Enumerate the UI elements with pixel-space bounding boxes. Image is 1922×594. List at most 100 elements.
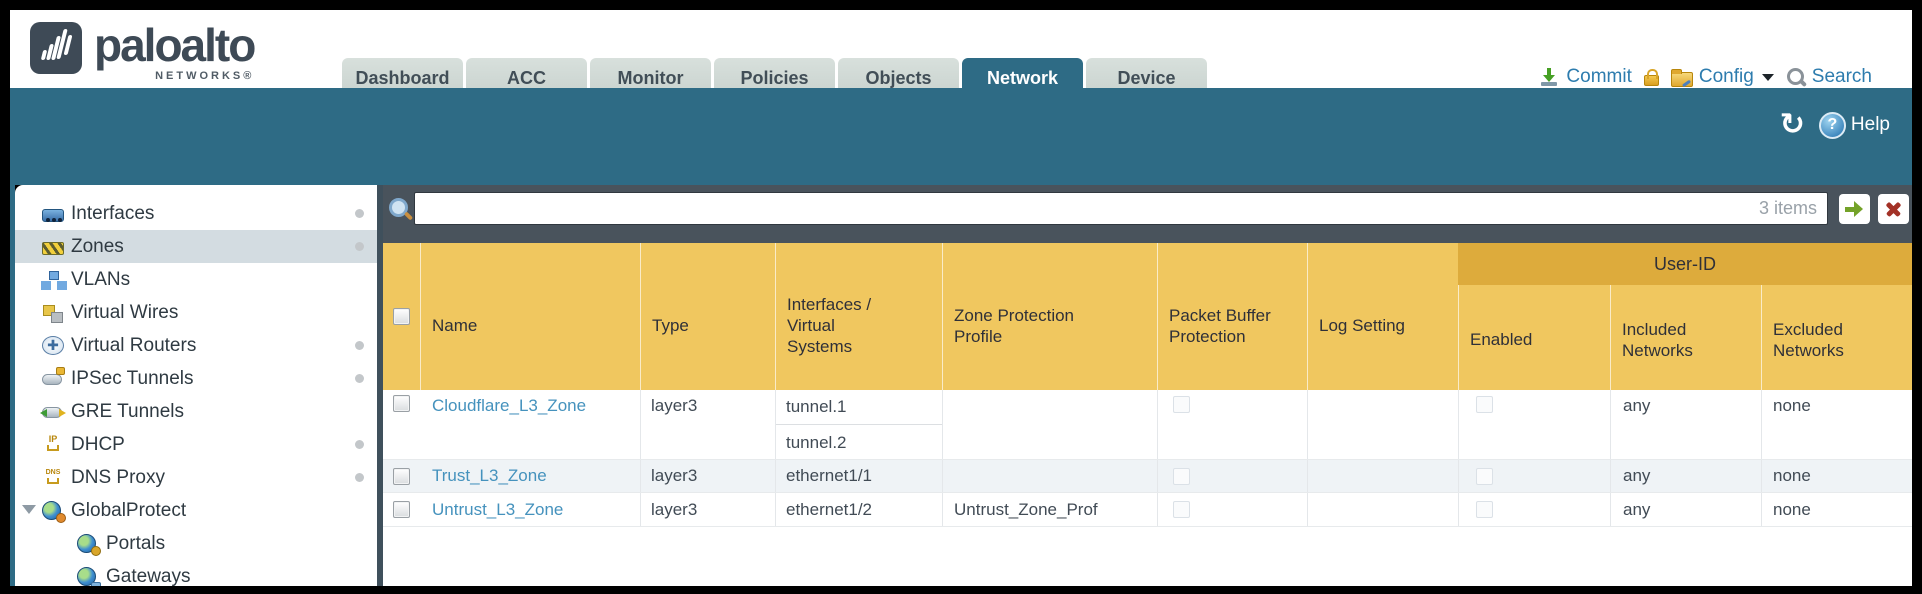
filter-bar: 3 items xyxy=(383,185,1912,243)
included-networks-cell: any xyxy=(1610,390,1761,459)
table-header: Name Type Interfaces / Virtual Systems Z… xyxy=(383,243,1912,390)
included-networks-cell: any xyxy=(1610,460,1761,492)
clear-filter-button[interactable] xyxy=(1878,194,1909,224)
help-icon: ? xyxy=(1818,111,1846,139)
packet-buffer-cell xyxy=(1157,460,1307,492)
interface-item[interactable]: tunnel.2 xyxy=(786,432,847,452)
column-header-excluded-networks[interactable]: Excluded Networks xyxy=(1761,285,1912,390)
row-checkbox[interactable] xyxy=(393,395,410,412)
sidebar-item-dhcp[interactable]: IP DHCP xyxy=(15,428,377,461)
zones-panel: 3 items Name Type Interfaces / Virtual S… xyxy=(383,185,1912,586)
row-checkbox[interactable] xyxy=(393,501,410,518)
sidebar-item-portals[interactable]: Portals xyxy=(15,527,377,560)
packet-buffer-cell xyxy=(1157,493,1307,526)
table-row: Cloudflare_L3_Zone layer3 tunnel.1 tunne… xyxy=(383,390,1912,460)
filter-input[interactable]: 3 items xyxy=(414,192,1828,225)
user-id-enabled-cell xyxy=(1458,390,1610,459)
global-search[interactable]: Search xyxy=(1786,66,1872,88)
refresh-icon[interactable]: ↻ xyxy=(1779,108,1805,141)
excluded-networks-cell: none xyxy=(1761,390,1912,459)
packet-buffer-checkbox[interactable] xyxy=(1173,501,1190,518)
network-sidebar: Interfaces Zones VLANs Virtual Wires ✚ V… xyxy=(15,185,377,586)
dhcp-icon: IP xyxy=(42,434,64,455)
collapse-triangle-icon[interactable] xyxy=(22,505,36,514)
commit-button[interactable]: Commit xyxy=(1538,66,1632,88)
user-id-enabled-cell xyxy=(1458,493,1610,526)
interface-item[interactable]: tunnel.1 xyxy=(776,390,942,425)
log-setting-cell xyxy=(1307,493,1458,526)
enabled-checkbox[interactable] xyxy=(1476,467,1493,485)
included-networks-cell: any xyxy=(1610,493,1761,526)
column-header-zone-protection[interactable]: Zone Protection Profile xyxy=(942,243,1157,390)
commit-icon xyxy=(1541,68,1558,86)
zone-protection-cell xyxy=(942,460,1157,492)
column-header-included-networks[interactable]: Included Networks xyxy=(1610,285,1761,390)
table-row: Untrust_L3_Zone layer3 ethernet1/2 Untru… xyxy=(383,493,1912,527)
zones-icon xyxy=(42,242,64,255)
sidebar-item-ipsec-tunnels[interactable]: IPSec Tunnels xyxy=(15,362,377,395)
status-dot xyxy=(355,374,364,383)
brand-name: paloalto xyxy=(94,19,256,71)
apply-filter-button[interactable] xyxy=(1839,194,1870,224)
items-count: 3 items xyxy=(1758,198,1817,218)
help-label: Help xyxy=(1850,114,1890,135)
filter-magnifier-icon[interactable] xyxy=(388,197,414,223)
zone-type-cell: layer3 xyxy=(640,460,775,492)
zone-name-link[interactable]: Trust_L3_Zone xyxy=(432,466,547,485)
sidebar-item-virtual-wires[interactable]: Virtual Wires xyxy=(15,296,377,329)
sidebar-item-gre-tunnels[interactable]: GRE Tunnels xyxy=(15,395,377,428)
column-header-type[interactable]: Type xyxy=(640,243,775,390)
sidebar-item-dns-proxy[interactable]: DNS DNS Proxy xyxy=(15,461,377,494)
packet-buffer-checkbox[interactable] xyxy=(1173,467,1190,485)
column-header-enabled[interactable]: Enabled xyxy=(1458,285,1610,390)
sidebar-item-virtual-routers[interactable]: ✚ Virtual Routers xyxy=(15,329,377,362)
column-header-packet-buffer[interactable]: Packet Buffer Protection xyxy=(1157,243,1307,390)
zone-protection-cell: Untrust_Zone_Prof xyxy=(942,493,1157,526)
select-all-cell xyxy=(383,243,420,390)
chevron-down-icon xyxy=(1761,73,1774,81)
sidebar-item-gateways[interactable]: Gateways xyxy=(15,560,377,586)
paloalto-logo: paloalto NETWORKS® xyxy=(30,19,256,82)
enabled-checkbox[interactable] xyxy=(1476,396,1493,413)
zone-type-cell: layer3 xyxy=(640,493,775,526)
log-setting-cell xyxy=(1307,390,1458,459)
gateways-icon xyxy=(77,566,101,586)
sidebar-item-interfaces[interactable]: Interfaces xyxy=(15,197,377,230)
status-dot xyxy=(355,440,364,449)
excluded-networks-cell: none xyxy=(1761,460,1912,492)
globalprotect-icon xyxy=(42,500,66,523)
interface-item[interactable]: ethernet1/2 xyxy=(786,499,873,519)
column-header-log-setting[interactable]: Log Setting xyxy=(1307,243,1458,390)
enabled-checkbox[interactable] xyxy=(1476,501,1493,518)
status-dot xyxy=(355,341,364,350)
config-label: Config xyxy=(1698,66,1754,87)
zone-name-link[interactable]: Cloudflare_L3_Zone xyxy=(432,396,587,415)
virtual-wires-icon xyxy=(42,303,64,323)
sidebar-item-zones[interactable]: Zones xyxy=(15,230,377,263)
help-button[interactable]: ? Help xyxy=(1818,111,1890,139)
select-all-checkbox[interactable] xyxy=(393,308,410,325)
zone-name-link[interactable]: Untrust_L3_Zone xyxy=(432,499,564,519)
log-setting-cell xyxy=(1307,460,1458,492)
column-header-interfaces[interactable]: Interfaces / Virtual Systems xyxy=(775,243,942,390)
status-dot xyxy=(355,242,364,251)
sidebar-divider xyxy=(377,185,383,586)
interface-item[interactable]: ethernet1/1 xyxy=(786,466,873,485)
config-folder-icon xyxy=(1670,68,1693,87)
column-header-name[interactable]: Name xyxy=(420,243,640,390)
sidebar-item-vlans[interactable]: VLANs xyxy=(15,263,377,296)
sidebar-item-globalprotect[interactable]: GlobalProtect xyxy=(15,494,377,527)
dns-proxy-icon: DNS xyxy=(42,468,64,488)
column-group-user-id: User-ID xyxy=(1458,243,1912,285)
excluded-networks-cell: none xyxy=(1761,493,1912,526)
config-menu[interactable]: Config xyxy=(1670,66,1774,88)
commit-label: Commit xyxy=(1566,66,1632,87)
interfaces-icon xyxy=(42,209,64,222)
packet-buffer-checkbox[interactable] xyxy=(1173,396,1190,413)
lock-icon[interactable] xyxy=(1643,69,1659,86)
virtual-routers-icon: ✚ xyxy=(42,336,64,355)
row-checkbox[interactable] xyxy=(393,467,410,485)
status-dot xyxy=(355,209,364,218)
user-id-enabled-cell xyxy=(1458,460,1610,492)
